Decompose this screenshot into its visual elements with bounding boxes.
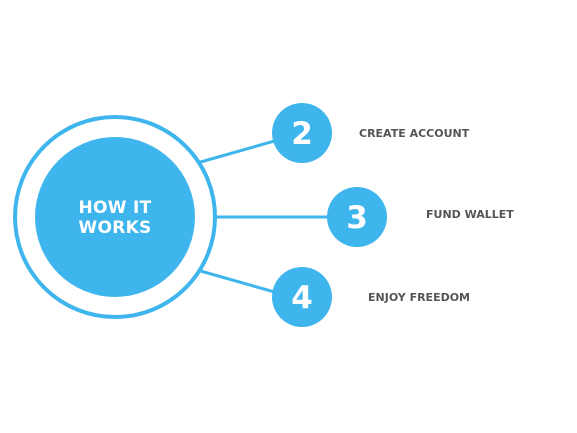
hub-inner-circle [35,137,195,297]
connector-step-2 [196,138,279,165]
step-2-label: CREATE ACCOUNT [359,127,470,140]
connector-step-4 [196,268,279,295]
hub-title-line2: WORKS [78,218,151,238]
step-4: 4 ENJOY FREEDOM [272,267,509,327]
step-4-label-box [349,281,509,313]
step-2-badge [272,103,332,163]
step-4-label: ENJOY FREEDOM [368,291,470,304]
step-3-label: FUND WALLET [426,208,514,221]
step-4-badge [272,267,332,327]
step-2-number: 2 [291,116,313,152]
step-2: 2 CREATE ACCOUNT [272,103,509,163]
hub: HOW IT WORKS [13,115,217,319]
step-2-label-box [345,117,509,149]
step-3: 3 FUND WALLET [327,187,561,247]
step-3-badge [327,187,387,247]
step-4-number: 4 [291,280,313,316]
hub-title-line1: HOW IT [78,198,151,218]
step-3-number: 3 [346,200,368,236]
step-3-label-box [405,199,561,231]
